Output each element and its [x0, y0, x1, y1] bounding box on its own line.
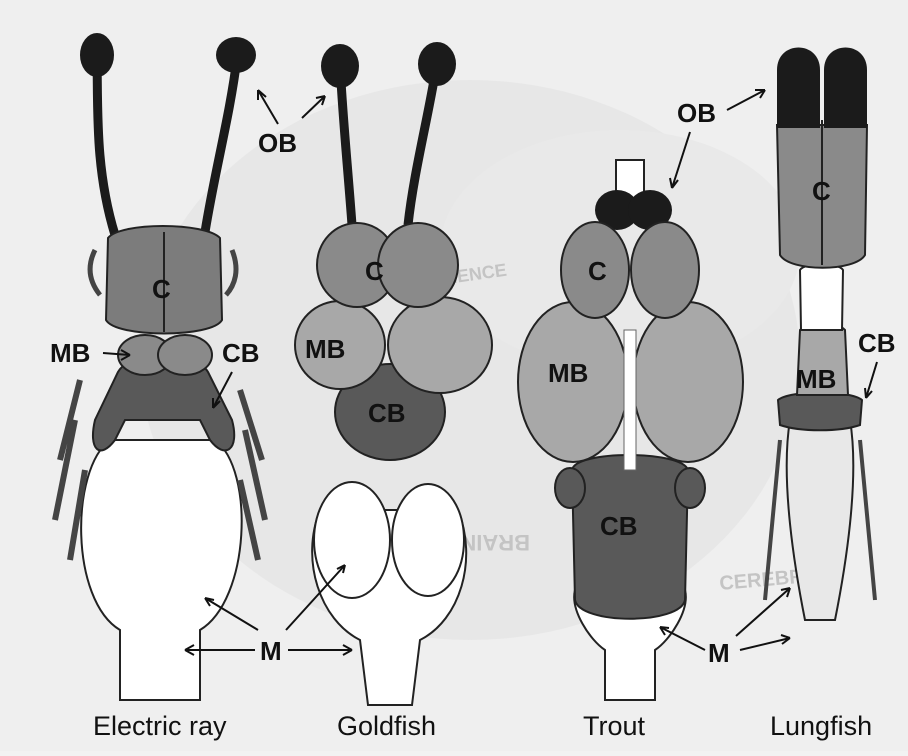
goldfish-midbrain-right [388, 297, 492, 393]
label-c-trout: C [588, 256, 607, 286]
species-name-trout: Trout [583, 711, 646, 741]
label-c-electric-ray: C [152, 274, 171, 304]
label-mb-trout: MB [548, 358, 588, 388]
lungfish-medulla [787, 420, 854, 620]
label-mb-lungfish: MB [796, 364, 836, 394]
trout-cerebrum-right [631, 222, 699, 318]
goldfish-cerebrum-right [378, 223, 458, 307]
electric-ray-olfactory-bulb-left [80, 33, 114, 77]
label-cb-trout: CB [600, 511, 638, 541]
trout-midbrain-right [633, 302, 743, 462]
label-cb-lungfish: CB [858, 328, 896, 358]
label-cb-goldfish: CB [368, 398, 406, 428]
species-name-electric-ray: Electric ray [93, 711, 227, 741]
electric-ray-olfactory-bulb-right [216, 37, 256, 73]
label-mb-goldfish: MB [305, 334, 345, 364]
label-m-left: M [260, 636, 282, 666]
goldfish-olfactory-bulb-left [321, 44, 359, 88]
electric-ray-midbrain-right [158, 335, 212, 375]
label-m-right: M [708, 638, 730, 668]
label-c-lungfish: C [812, 176, 831, 206]
label-ob-1: OB [258, 128, 297, 158]
lungfish-cerebellum [778, 393, 862, 431]
label-c-goldfish: C [365, 256, 384, 286]
species-name-lungfish: Lungfish [770, 711, 872, 741]
label-cb-electric-ray: CB [222, 338, 260, 368]
label-mb-electric-ray: MB [50, 338, 90, 368]
label-ob-2: OB [677, 98, 716, 128]
goldfish-olfactory-bulb-right [418, 42, 456, 86]
lungfish-olfactory-bulb-left [777, 48, 820, 129]
electric-ray-medulla [81, 440, 242, 700]
species-name-goldfish: Goldfish [337, 711, 436, 741]
lungfish-olfactory-bulb-right [824, 48, 867, 129]
